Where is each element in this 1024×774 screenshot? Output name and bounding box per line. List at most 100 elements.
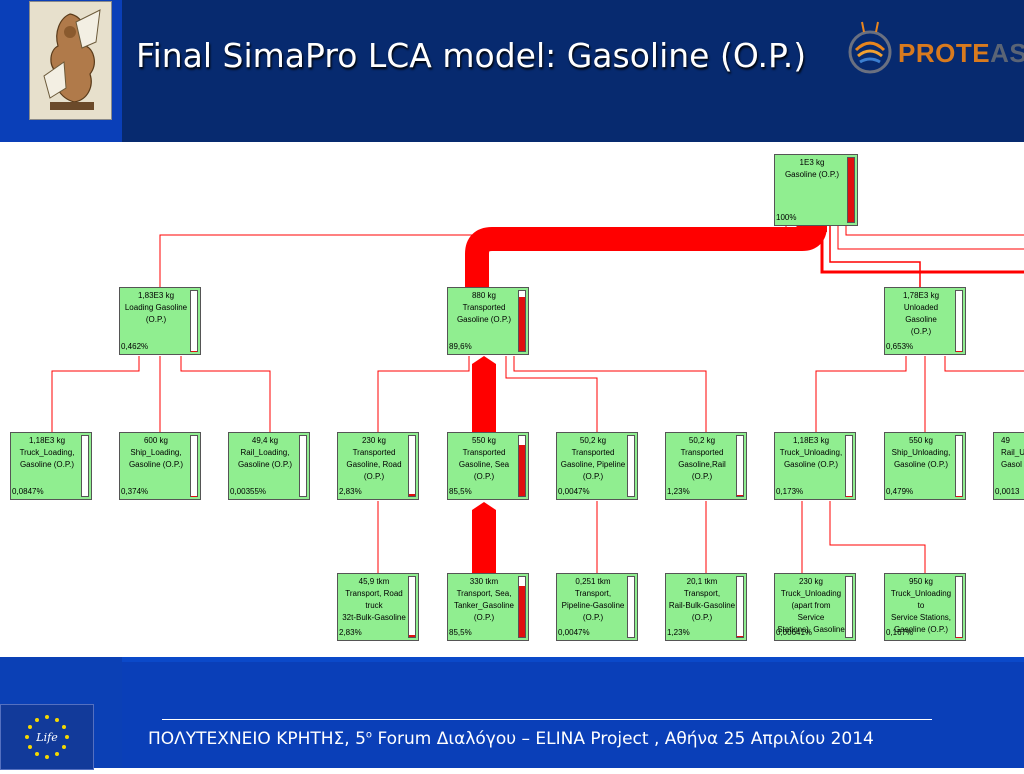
node-transport-rail[interactable]: 20,1 tkm Transport, Rail-Bulk-Gasoline (… <box>665 573 747 641</box>
node-title: 50,2 kg Transported Gasoline,Rail (O.P.) <box>668 435 736 483</box>
eu-life-label: Life <box>35 731 58 744</box>
node-percent: 85,5% <box>449 627 472 639</box>
node-bar-fill <box>519 586 525 637</box>
node-percent: 0,167% <box>886 627 913 639</box>
proteas-logo-text: PROTEAS <box>898 38 1024 69</box>
node-percent: 2,83% <box>339 486 362 498</box>
node-percent: 0,653% <box>886 341 913 353</box>
node-root[interactable]: 1E3 kg Gasoline (O.P.) 100% <box>774 154 858 226</box>
node-unloaded-gasoline[interactable]: 1,78E3 kg Unloaded Gasoline (O.P.) 0,653… <box>884 287 966 355</box>
logo-brand-part-b: AS <box>990 38 1024 68</box>
node-title: 0,251 tkm Transport, Pipeline-Gasoline (… <box>559 576 627 624</box>
node-bar <box>736 576 744 638</box>
flow-offscreen-b-to-root <box>838 226 1024 249</box>
node-title: 45,9 tkm Transport, Road truck 32t-Bulk-… <box>340 576 408 624</box>
footer-top-band <box>0 657 1024 662</box>
node-bar <box>845 576 853 638</box>
footer-caption: ΠΟΛΥΤΕΧΝΕΙΟ ΚΡΗΤΗΣ, 5ο Forum Διαλόγου – … <box>148 729 874 749</box>
node-percent: 0,00641% <box>776 627 812 639</box>
node-truck-unloading-apart[interactable]: 230 kg Truck_Unloading (apart from Servi… <box>774 573 856 641</box>
node-truck-unloading[interactable]: 1,18E3 kg Truck_Unloading, Gasoline (O.P… <box>774 432 856 500</box>
eu-life-logo: Life <box>0 704 94 770</box>
node-title: 1,83E3 kg Loading Gasoline (O.P.) <box>122 290 190 326</box>
node-percent: 0,173% <box>776 486 803 498</box>
node-bar <box>518 576 526 638</box>
node-loading-gasoline[interactable]: 1,83E3 kg Loading Gasoline (O.P.) 0,462% <box>119 287 201 355</box>
node-bar <box>299 435 307 497</box>
node-bar <box>845 435 853 497</box>
node-truck-unloading-service-stations[interactable]: 950 kg Truck_Unloading to Service Statio… <box>884 573 966 641</box>
node-bar <box>627 576 635 638</box>
node-ship-unloading[interactable]: 550 kg Ship_Unloading, Gasoline (O.P.) 0… <box>884 432 966 500</box>
node-bar-fill <box>409 635 415 637</box>
node-bar <box>190 290 198 352</box>
node-percent: 0,374% <box>121 486 148 498</box>
node-bar <box>627 435 635 497</box>
node-title: 1,18E3 kg Truck_Unloading, Gasoline (O.P… <box>777 435 845 471</box>
node-title: 230 kg Transported Gasoline, Road (O.P.) <box>340 435 408 483</box>
flow-tg-rail <box>514 356 706 432</box>
node-percent: 0,462% <box>121 341 148 353</box>
flow-rail-unloading <box>945 356 1024 371</box>
flow-t-sea <box>472 510 496 573</box>
node-bar <box>955 290 963 352</box>
slide-title: Final SimaPro LCA model: Gasoline (O.P.) <box>136 36 806 75</box>
flow-arrowhead-tg-sea <box>472 356 496 364</box>
slide-footer: Life ΠΟΛΥΤΕΧΝΕΙΟ ΚΡΗΤΗΣ, 5ο Forum Διαλόγ… <box>0 657 1024 768</box>
flow-tg-road <box>378 356 469 432</box>
logo-brand-part-a: PROTE <box>898 38 990 68</box>
flow-tg-pipeline <box>506 356 597 432</box>
node-title: 50,2 kg Transported Gasoline, Pipeline (… <box>559 435 627 483</box>
node-title: 880 kg Transported Gasoline (O.P.) <box>450 290 518 326</box>
node-bar <box>847 157 855 223</box>
flow-truck-unloading <box>816 356 906 432</box>
node-rail-unloading[interactable]: 49 Rail_U Gasol 0,0013 <box>993 432 1024 500</box>
flow-arrowhead-t-sea <box>472 502 496 510</box>
flow-offscreen-a-to-root <box>846 226 1024 235</box>
node-transported-sea[interactable]: 550 kg Transported Gasoline, Sea (O.P.) … <box>447 432 529 500</box>
node-percent: 0,00355% <box>230 486 266 498</box>
node-title: 49 Rail_U Gasol <box>1001 435 1024 471</box>
node-bar <box>190 435 198 497</box>
node-transport-pipeline[interactable]: 0,251 tkm Transport, Pipeline-Gasoline (… <box>556 573 638 641</box>
node-transported-rail[interactable]: 50,2 kg Transported Gasoline,Rail (O.P.)… <box>665 432 747 500</box>
node-percent: 0,0013 <box>995 486 1019 498</box>
node-bar <box>736 435 744 497</box>
node-bar <box>955 576 963 638</box>
node-transport-sea[interactable]: 330 tkm Transport, Sea, Tanker_Gasoline … <box>447 573 529 641</box>
node-title: 600 kg Ship_Loading, Gasoline (O.P.) <box>122 435 190 471</box>
node-ship-loading[interactable]: 600 kg Ship_Loading, Gasoline (O.P.) 0,3… <box>119 432 201 500</box>
node-percent: 89,6% <box>449 341 472 353</box>
footer-rule <box>162 719 932 720</box>
node-bar-fill <box>409 494 415 496</box>
node-transported-pipeline[interactable]: 50,2 kg Transported Gasoline, Pipeline (… <box>556 432 638 500</box>
university-emblem <box>29 1 112 120</box>
node-percent: 1,23% <box>667 486 690 498</box>
node-bar-fill <box>519 445 525 496</box>
node-transport-road[interactable]: 45,9 tkm Transport, Road truck 32t-Bulk-… <box>337 573 419 641</box>
node-percent: 1,23% <box>667 627 690 639</box>
node-transported-road[interactable]: 230 kg Transported Gasoline, Road (O.P.)… <box>337 432 419 500</box>
node-bar <box>81 435 89 497</box>
flow-transported-to-root <box>477 226 815 287</box>
proteas-logo-icon <box>844 14 896 76</box>
lca-network-diagram: 1E3 kg Gasoline (O.P.) 100% 1,83E3 kg Lo… <box>0 142 1024 657</box>
node-bar-fill <box>737 495 743 496</box>
node-title: 550 kg Transported Gasoline, Sea (O.P.) <box>450 435 518 483</box>
node-bar <box>955 435 963 497</box>
node-bar <box>408 576 416 638</box>
node-rail-loading[interactable]: 49,4 kg Rail_Loading, Gasoline (O.P.) 0,… <box>228 432 310 500</box>
node-percent: 100% <box>776 212 796 224</box>
node-percent: 0,479% <box>886 486 913 498</box>
node-title: 20,1 tkm Transport, Rail-Bulk-Gasoline (… <box>668 576 736 624</box>
node-bar-fill <box>848 158 854 222</box>
node-title: 1,78E3 kg Unloaded Gasoline (O.P.) <box>887 290 955 338</box>
node-title: 1E3 kg Gasoline (O.P.) <box>777 157 847 181</box>
node-bar <box>518 290 526 352</box>
node-percent: 85,5% <box>449 486 472 498</box>
node-bar-fill <box>519 297 525 351</box>
node-truck-loading[interactable]: 1,18E3 kg Truck_Loading, Gasoline (O.P.)… <box>10 432 92 500</box>
node-bar <box>518 435 526 497</box>
node-title: 1,18E3 kg Truck_Loading, Gasoline (O.P.) <box>13 435 81 471</box>
node-transported-gasoline[interactable]: 880 kg Transported Gasoline (O.P.) 89,6% <box>447 287 529 355</box>
